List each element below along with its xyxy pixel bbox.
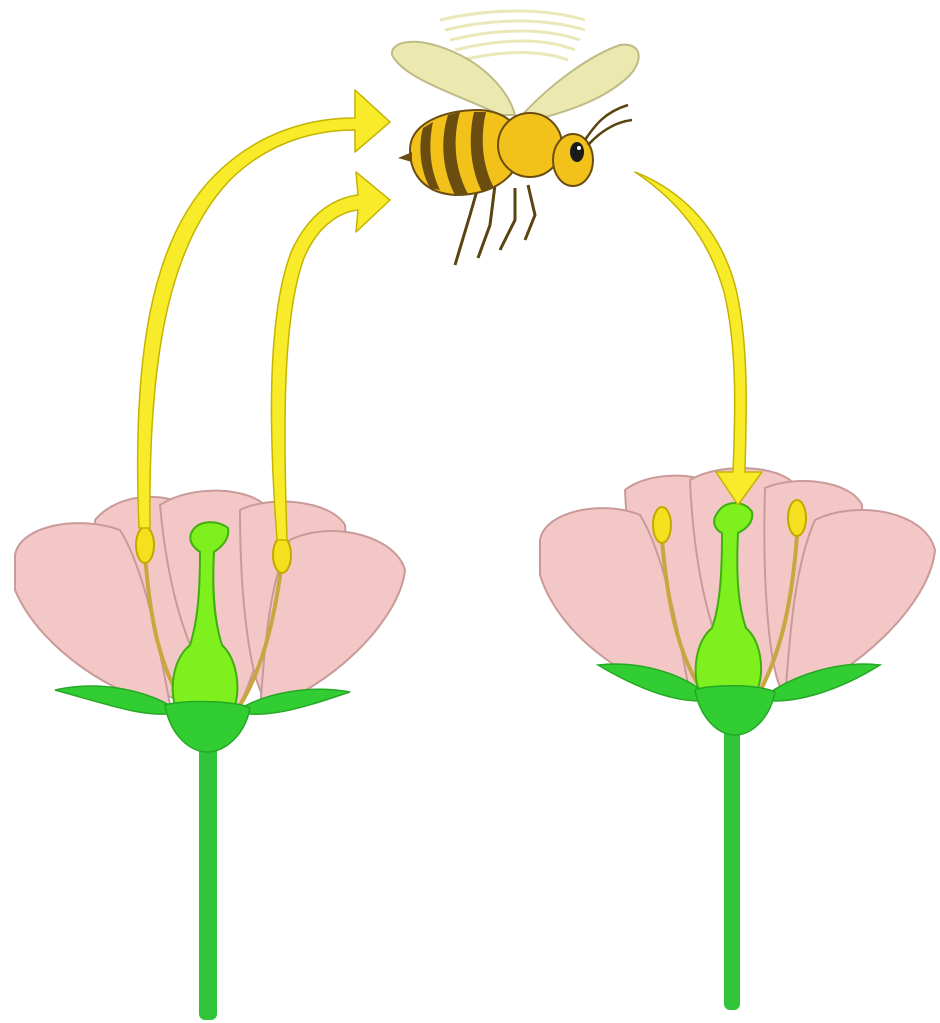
sepal	[235, 689, 350, 714]
arrow-left-outer	[138, 90, 390, 528]
bee-stinger	[398, 152, 412, 162]
anther	[788, 500, 806, 536]
receptacle	[165, 702, 250, 752]
bee-antennae	[585, 105, 632, 145]
wing-motion-lines	[440, 11, 585, 60]
receptacle	[695, 686, 775, 735]
anther	[136, 527, 154, 563]
stem-right	[724, 728, 740, 1010]
arrow-left-inner	[271, 172, 390, 540]
bee-wing-front	[525, 45, 639, 120]
anther	[273, 537, 291, 573]
flower-left	[15, 491, 405, 1020]
flower-right	[540, 468, 935, 1010]
stem-left	[199, 735, 217, 1020]
anther	[653, 507, 671, 543]
bee-eye	[570, 142, 584, 162]
bee-eye-shine	[577, 146, 581, 150]
bee-thorax	[498, 113, 562, 177]
bee-icon	[392, 11, 639, 265]
arrow-right	[635, 172, 762, 505]
